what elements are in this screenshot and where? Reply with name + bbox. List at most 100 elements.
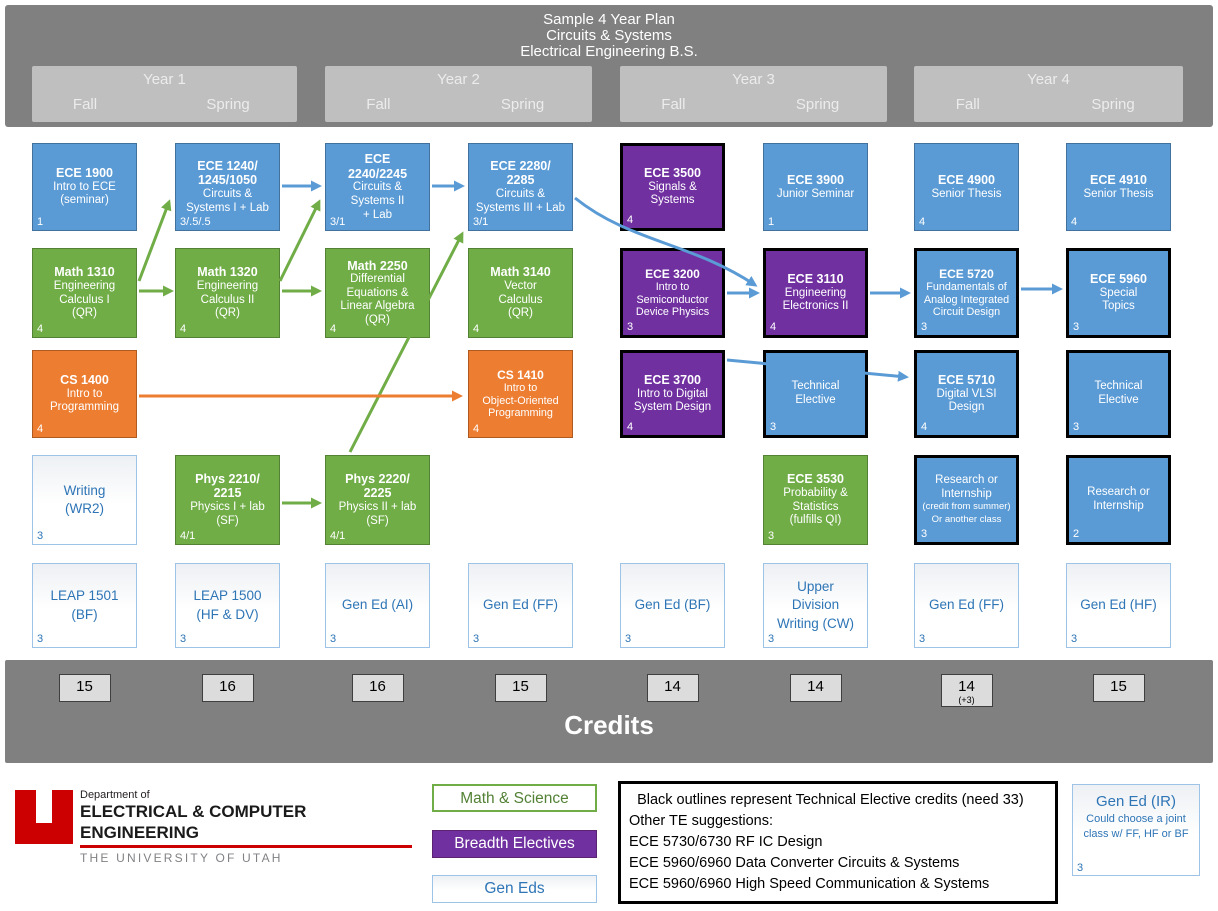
- semester-credit-total: 16: [201, 674, 254, 702]
- department-name: ELECTRICAL & COMPUTER ENGINEERING: [80, 802, 307, 842]
- course-subtext-line: Or another class: [931, 513, 1002, 525]
- term-spring-label: Spring: [1091, 96, 1135, 113]
- credit-hours: 3: [1071, 633, 1078, 646]
- year-label: Year 2: [437, 71, 480, 88]
- course-text-line: Linear Algebra: [340, 300, 415, 313]
- course-text-line: Circuit Design: [932, 306, 1001, 319]
- credit-hours: 4: [473, 423, 480, 436]
- technical-elective-note-box: Black outlines represent Technical Elect…: [618, 781, 1058, 904]
- course-text-line: Elective: [1098, 394, 1139, 406]
- logo-red-rule: [80, 845, 412, 848]
- gen-ed-ir-line: Could choose a joint: [1086, 813, 1186, 825]
- course-text-line: Circuits &: [202, 188, 253, 201]
- credit-total-note: (+3): [958, 694, 975, 705]
- course-title-line: 2285: [506, 173, 535, 188]
- credit-hours: 4: [37, 323, 44, 336]
- credit-hours: 3: [473, 633, 480, 646]
- course-text-line: Electronics II: [782, 300, 849, 313]
- gen-ed-ir-line: class w/ FF, HF or BF: [1083, 828, 1189, 841]
- gen-ed-ir-title: Gen Ed (IR): [1095, 793, 1177, 810]
- course-title-line: ECE: [364, 151, 391, 166]
- course-text-line: Analog Integrated: [923, 293, 1010, 306]
- course-text-line: (HF & DV): [196, 606, 259, 622]
- legend-breadth-electives: Breadth Electives: [432, 830, 597, 858]
- course-text-line: Upper: [797, 579, 834, 595]
- block-u-icon: [15, 790, 73, 844]
- course-text-line: Intro to: [655, 280, 690, 293]
- arrow-math1310-ece1240: [137, 199, 172, 282]
- note-line: Other TE suggestions:: [629, 813, 774, 830]
- credit-hours: 3/1: [473, 216, 489, 229]
- credit-hours: 3: [180, 633, 187, 646]
- course-title-line: ECE 2280/: [490, 158, 551, 173]
- term-fall-label: Fall: [955, 96, 980, 113]
- course-gen-ed-ff: Gen Ed (FF)3: [914, 563, 1019, 648]
- credit-hours: 4/1: [330, 530, 346, 543]
- course-text-line: Topics: [1102, 300, 1135, 313]
- course-text-line: Technical: [791, 380, 840, 393]
- course-text-line: Intro to: [503, 381, 538, 394]
- course-text-line: Fundamentals of: [926, 280, 1007, 293]
- course-title-line: ECE 4900: [938, 172, 995, 187]
- course-text-line: Gen Ed (HF): [1080, 597, 1157, 613]
- course-text-line: Programming: [49, 401, 120, 414]
- credit-hours: 3: [625, 633, 632, 646]
- course-text-line: Design: [948, 401, 985, 414]
- semester-credit-total: 16: [351, 674, 404, 702]
- course-title-line: CS 1410: [497, 367, 544, 382]
- course-text-line: Physics I + lab: [190, 501, 265, 514]
- credit-hours: 3: [627, 321, 634, 334]
- department-of-label: Department of: [80, 789, 150, 801]
- course-title-line: ECE 5710: [938, 373, 995, 388]
- course-text-line: Circuits &: [352, 181, 403, 194]
- course-text-line: Senior Thesis: [931, 187, 1002, 200]
- course-gen-ed-ir: Gen Ed (IR) Could choose a joint class w…: [1072, 784, 1200, 876]
- course-text-line: System Design: [633, 401, 712, 414]
- course-text-line: Circuits &: [495, 188, 546, 201]
- department-wordmark: Department of ELECTRICAL & COMPUTER ENGI…: [80, 789, 425, 865]
- credit-hours: 4: [627, 214, 634, 227]
- credit-hours: 3: [37, 530, 44, 543]
- course-text-line: Intro to: [66, 387, 103, 400]
- course-title-line: Phys 2210/: [195, 471, 260, 486]
- course-text-line: Elective: [795, 394, 836, 406]
- plan-title-line-1: Sample 4 Year Plan: [543, 11, 675, 28]
- course-text-line: Probability &: [783, 487, 848, 500]
- term-spring-label: Spring: [206, 96, 250, 113]
- course-leap-1501-bf: LEAP 1501(BF)3: [32, 563, 137, 648]
- credit-total-value: 16: [369, 678, 386, 695]
- course-text-line: Gen Ed (FF): [482, 597, 558, 613]
- credit-hours: 3/1: [330, 216, 346, 229]
- course-title-line: ECE 3530: [787, 472, 844, 487]
- course-text-line: Systems II: [350, 194, 405, 207]
- course-text-line: Device Physics: [635, 306, 710, 319]
- course-text-line: Signals &: [648, 180, 697, 193]
- credit-hours: 3: [770, 421, 777, 434]
- course-text-line: Differential: [350, 273, 405, 286]
- course-text-line: Gen Ed (FF): [928, 597, 1004, 613]
- course-text-line: (BF): [71, 606, 98, 622]
- course-text-line: (SF): [366, 514, 389, 527]
- credit-total-value: 15: [512, 678, 529, 695]
- course-title-line: Math 1310: [54, 265, 115, 280]
- semester-credit-total: 14(+3): [940, 674, 993, 707]
- course-title-line: ECE 1240/: [197, 158, 258, 173]
- course-text-line: Vector: [504, 280, 537, 293]
- credit-hours: 4: [919, 216, 926, 229]
- course-text-line: Engineering: [196, 280, 259, 293]
- course-text-line: Calculus II: [200, 293, 255, 306]
- credit-hours: 3: [1073, 421, 1080, 434]
